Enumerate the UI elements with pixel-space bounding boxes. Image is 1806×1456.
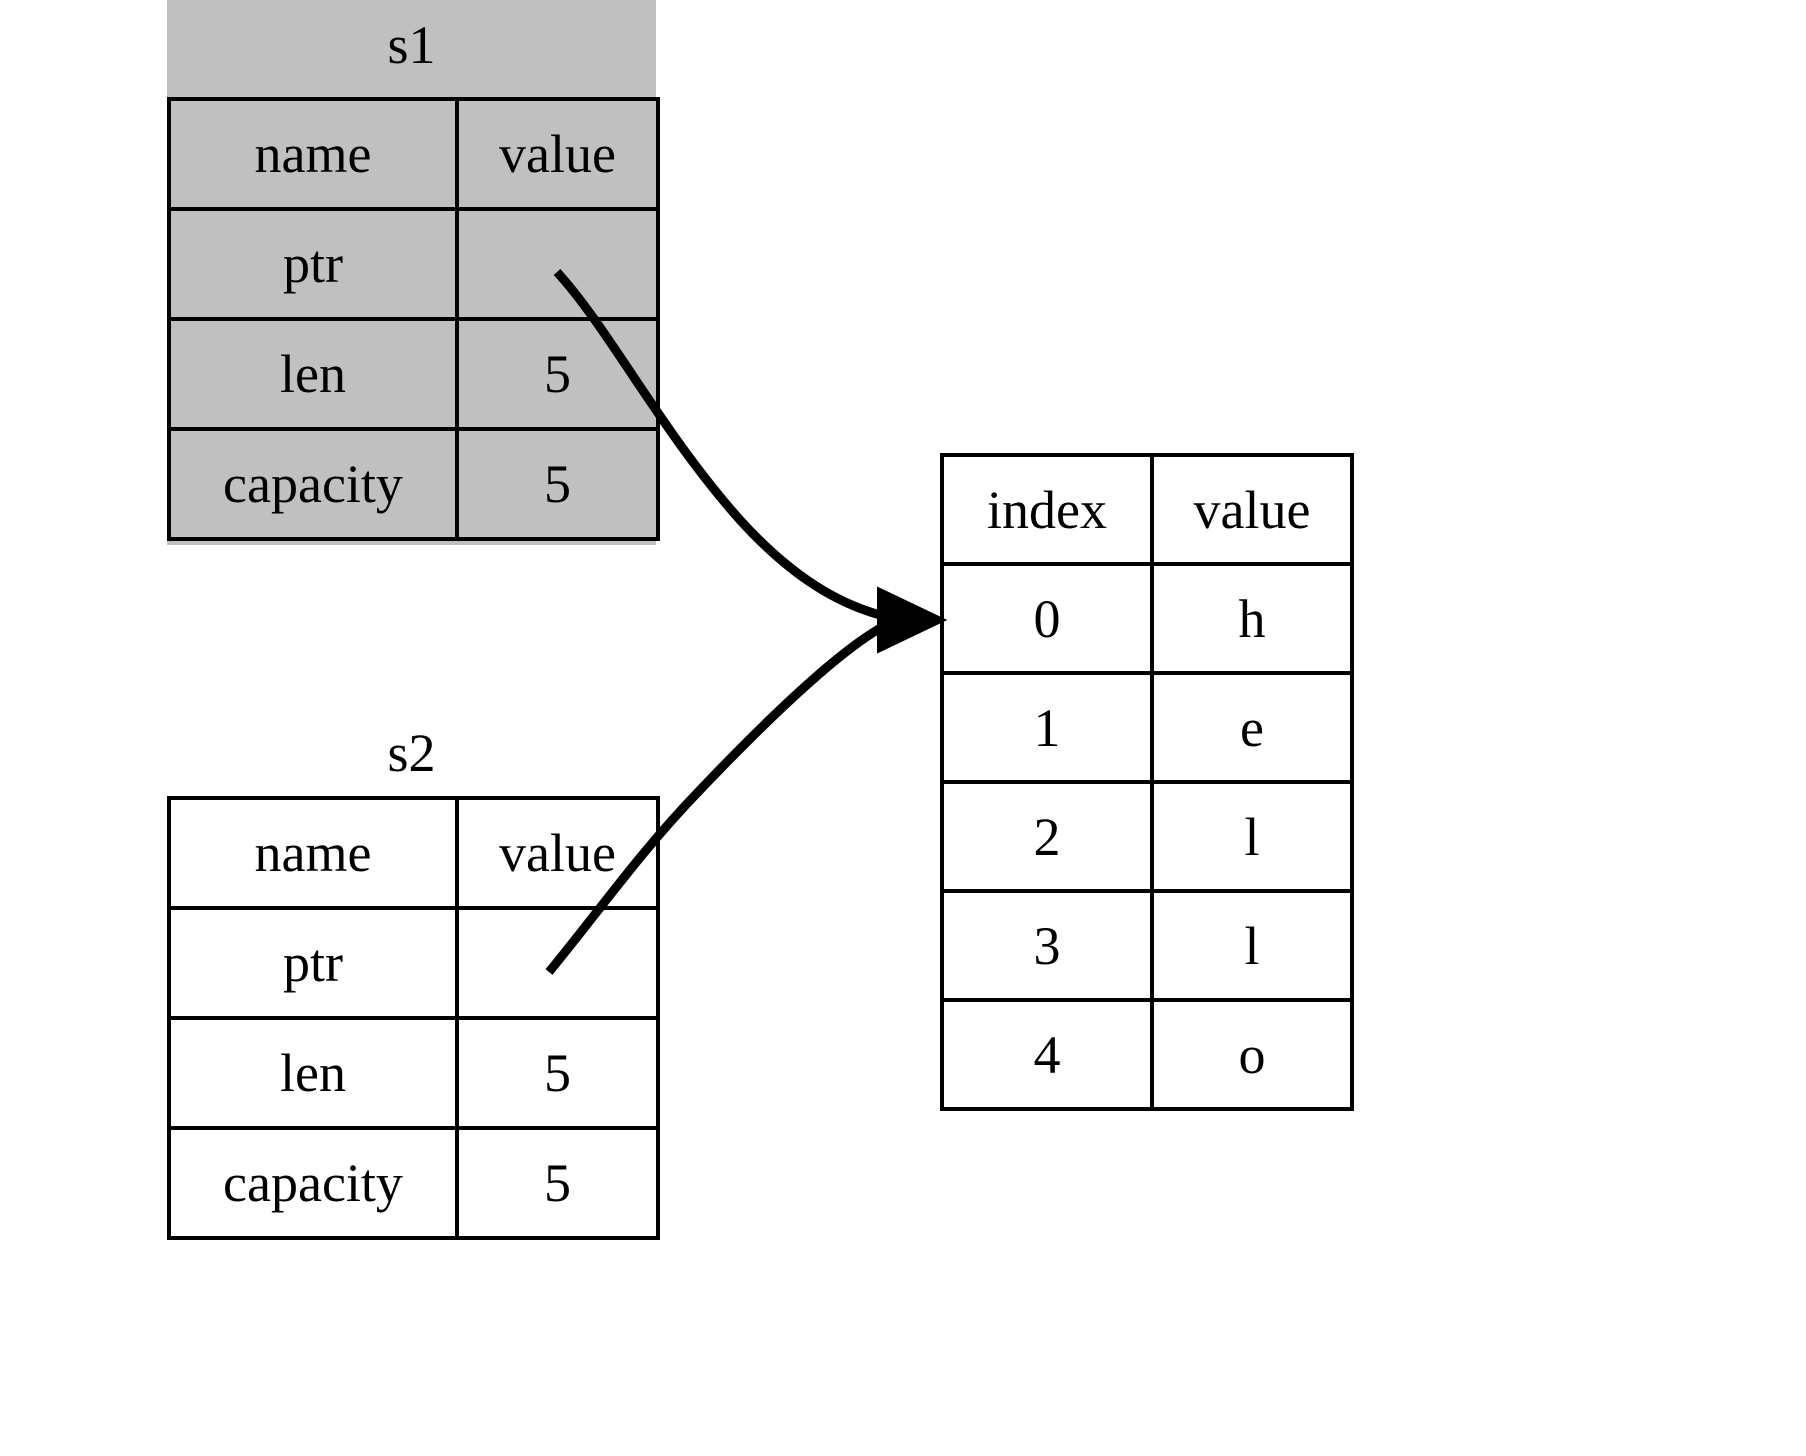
header-cell-value: value: [455, 97, 660, 211]
table-row: 4 o: [940, 998, 1354, 1111]
struct-cluster-s2: s2 name value ptr len 5 capacity 5: [167, 700, 660, 1248]
cell-field-value-capacity: 5: [455, 427, 660, 541]
table-row: ptr: [167, 906, 660, 1020]
header-cell-name: name: [167, 97, 459, 211]
cell-field-name-len: len: [167, 1016, 459, 1130]
cell-field-value-capacity: 5: [455, 1126, 660, 1240]
table-row: len 5: [167, 1016, 660, 1130]
cell-field-name-capacity: capacity: [167, 1126, 459, 1240]
header-cell-index: index: [940, 453, 1154, 566]
struct-label-s1: s1: [387, 15, 436, 75]
table-row: 2 l: [940, 780, 1354, 893]
struct-table-s2: name value ptr len 5 capacity 5: [167, 796, 660, 1240]
cell-field-name-ptr: ptr: [167, 906, 459, 1020]
cell-field-value-len: 5: [455, 317, 660, 431]
array-table: index value 0 h 1 e 2 l 3 l 4 o: [940, 453, 1354, 1111]
struct-table-s1: name value ptr len 5 capacity 5: [167, 97, 660, 541]
struct-cluster-s1: s1 name value ptr len 5 capacity 5: [167, 0, 660, 545]
header-cell-value: value: [1150, 453, 1354, 566]
table-row: 1 e: [940, 671, 1354, 784]
cell-value-0: h: [1150, 562, 1354, 675]
cell-index-3: 3: [940, 889, 1154, 1002]
cell-value-3: l: [1150, 889, 1354, 1002]
cell-field-name-len: len: [167, 317, 459, 431]
cell-index-1: 1: [940, 671, 1154, 784]
cell-index-4: 4: [940, 998, 1154, 1111]
cell-value-4: o: [1150, 998, 1354, 1111]
edge-arrowhead-icon: [877, 586, 948, 654]
table-header-row: name value: [167, 796, 660, 910]
table-row: ptr: [167, 207, 660, 321]
cell-value-2: l: [1150, 780, 1354, 893]
header-cell-value: value: [455, 796, 660, 910]
table-row: 3 l: [940, 889, 1354, 1002]
cell-index-2: 2: [940, 780, 1154, 893]
header-cell-name: name: [167, 796, 459, 910]
cell-field-value-ptr: [455, 207, 660, 321]
table-header-row: name value: [167, 97, 660, 211]
table-row: capacity 5: [167, 1126, 660, 1240]
cell-field-name-ptr: ptr: [167, 207, 459, 321]
table-header-row: index value: [940, 453, 1354, 566]
table-row: capacity 5: [167, 427, 660, 541]
cell-value-1: e: [1150, 671, 1354, 784]
cell-field-value-len: 5: [455, 1016, 660, 1130]
table-row: len 5: [167, 317, 660, 431]
struct-label-s2: s2: [387, 723, 436, 783]
cell-field-value-ptr: [455, 906, 660, 1020]
table-row: 0 h: [940, 562, 1354, 675]
cell-field-name-capacity: capacity: [167, 427, 459, 541]
cell-index-0: 0: [940, 562, 1154, 675]
